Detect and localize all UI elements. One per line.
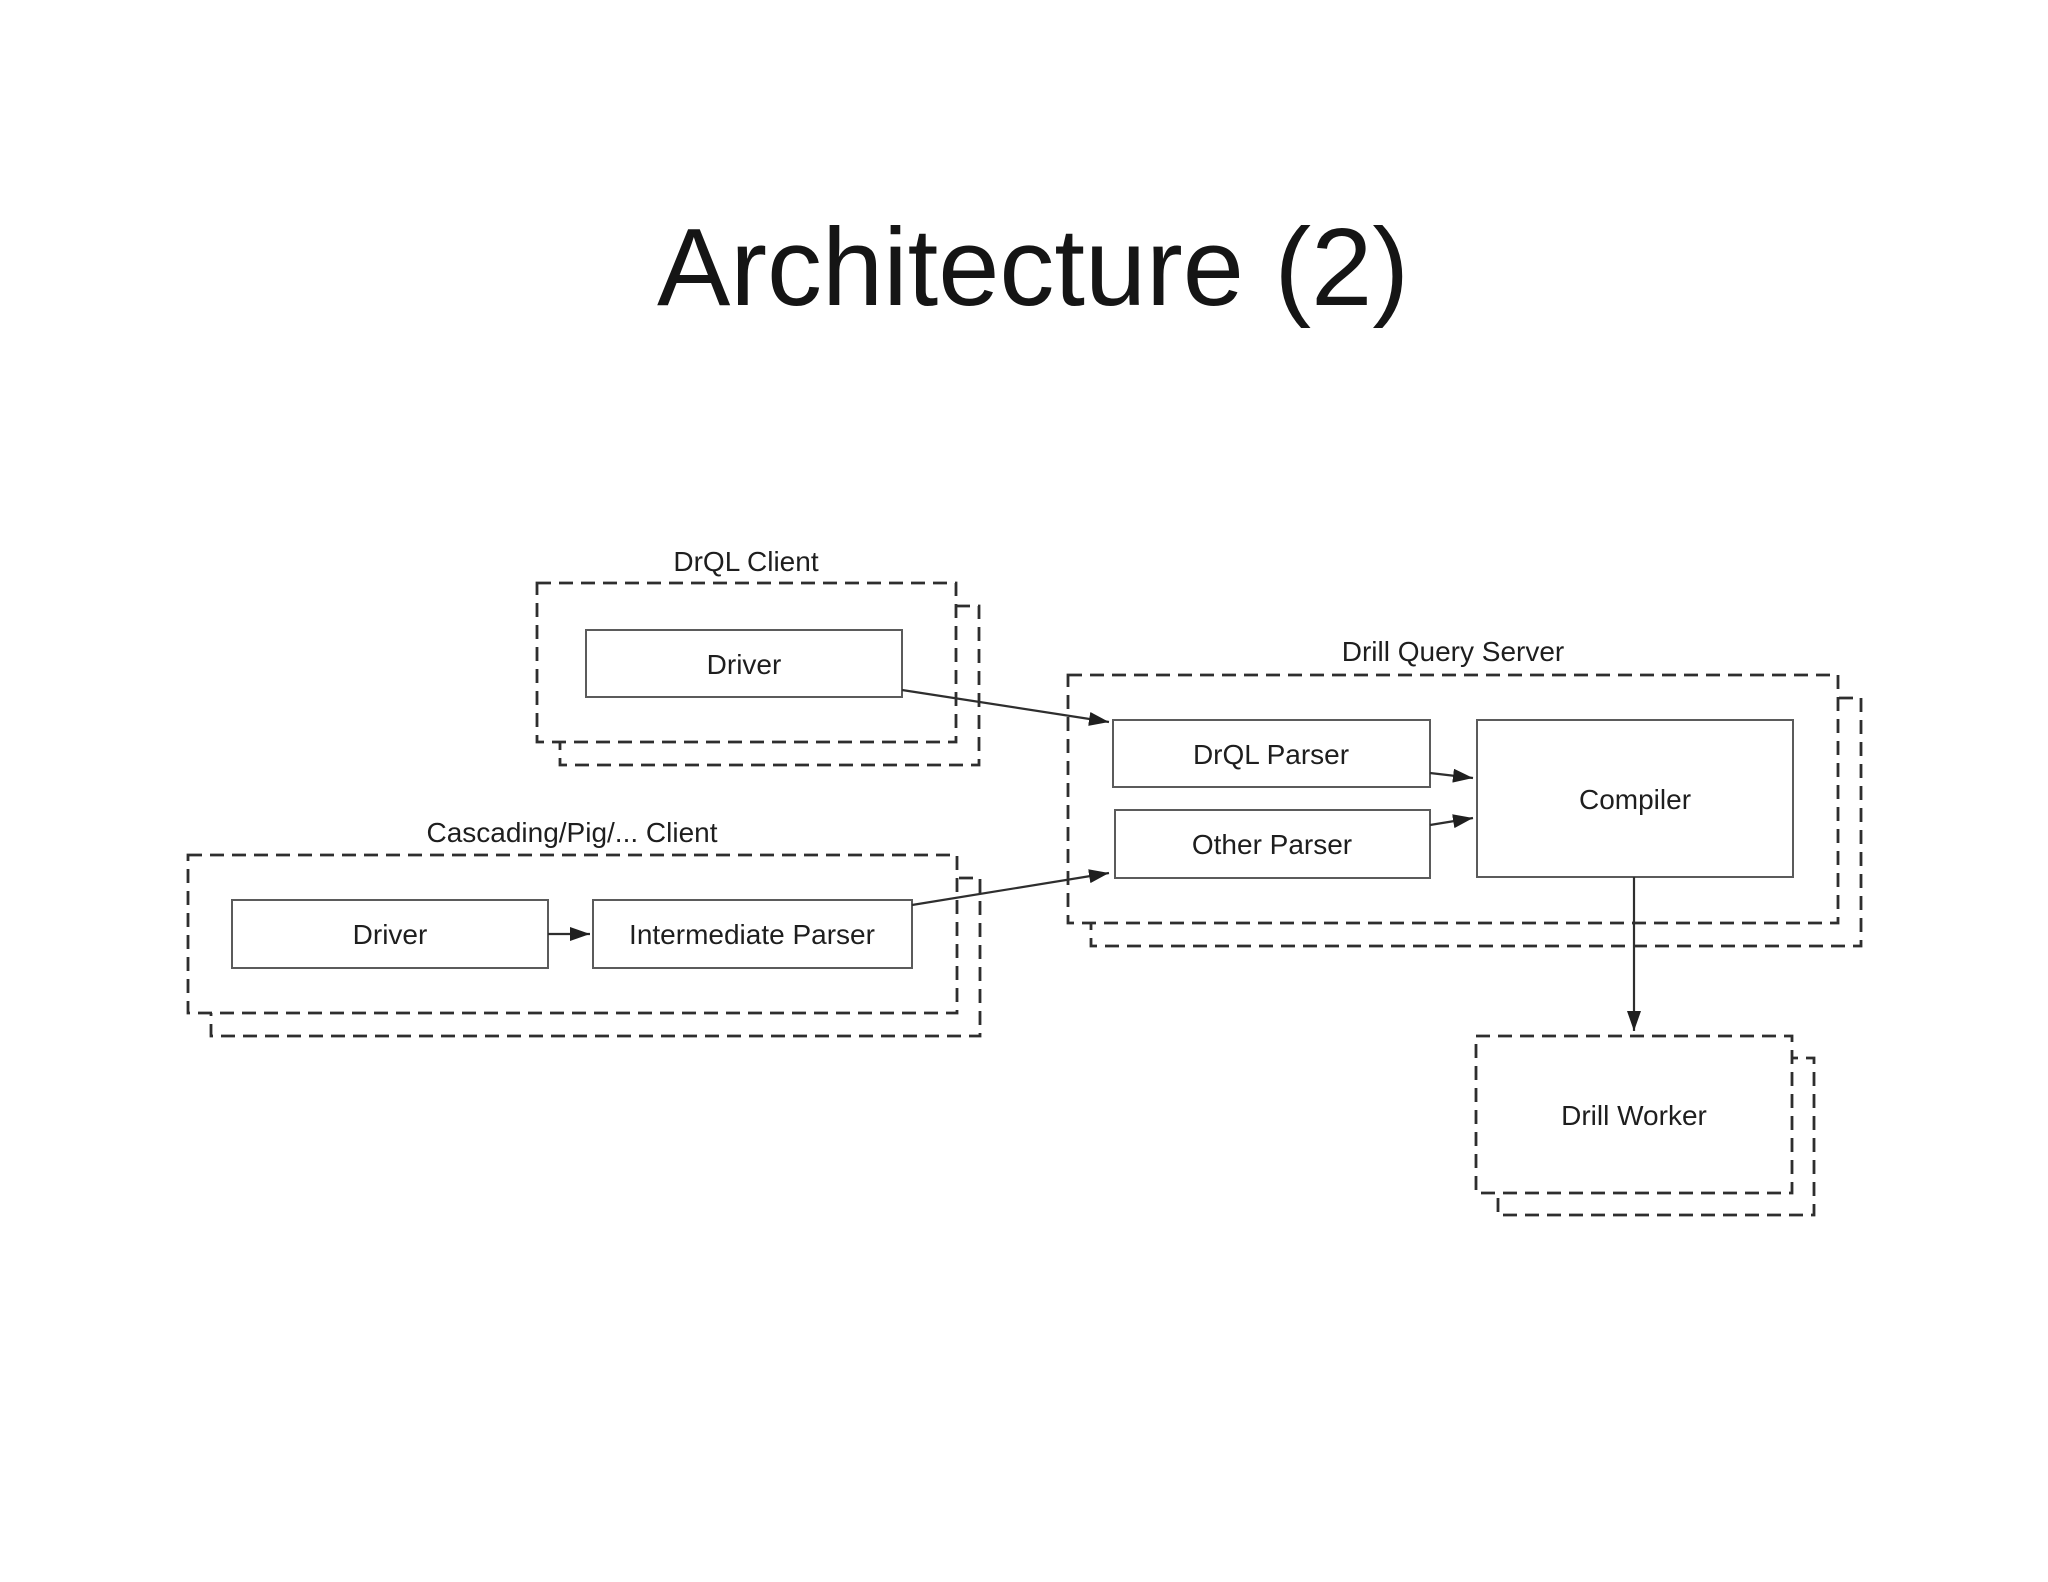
drql-parser-label: DrQL Parser bbox=[1193, 739, 1349, 770]
connectors bbox=[548, 688, 1641, 1031]
group-drill-worker: Drill Worker bbox=[1474, 1034, 1816, 1217]
drql-driver-node bbox=[585, 629, 903, 698]
edge-drql-parser-to-compiler bbox=[1429, 768, 1474, 783]
cascading-driver-label: Driver bbox=[353, 919, 428, 950]
drill-query-server-label: Drill Query Server bbox=[1342, 636, 1564, 667]
page-title: Architecture (2) bbox=[657, 206, 1409, 329]
intermediate-parser-node bbox=[592, 899, 913, 969]
edge-other-parser-to-compiler bbox=[1429, 814, 1474, 829]
cascading-driver-node bbox=[231, 899, 549, 969]
edge-intermediate-parser-to-other-parser bbox=[911, 869, 1110, 907]
drill-worker-box bbox=[1474, 1034, 1794, 1195]
other-parser-label: Other Parser bbox=[1192, 829, 1352, 860]
drql-parser-node bbox=[1112, 719, 1431, 788]
group-drill-query-server: Drill Query Server DrQL Parser Other Par… bbox=[1066, 636, 1863, 948]
cascading-client-label: Cascading/Pig/... Client bbox=[426, 817, 717, 848]
intermediate-parser-label: Intermediate Parser bbox=[629, 919, 875, 950]
other-parser-node bbox=[1114, 809, 1431, 879]
group-drql-client: DrQL Client Driver bbox=[535, 546, 981, 767]
group-cascading-client: Cascading/Pig/... Client Driver Intermed… bbox=[186, 817, 982, 1038]
drql-client-label: DrQL Client bbox=[673, 546, 818, 577]
drill-worker-label: Drill Worker bbox=[1561, 1100, 1707, 1131]
compiler-node bbox=[1476, 719, 1794, 878]
compiler-label: Compiler bbox=[1579, 784, 1691, 815]
edge-drql-driver-to-drql-parser bbox=[901, 688, 1110, 726]
drql-driver-label: Driver bbox=[707, 649, 782, 680]
